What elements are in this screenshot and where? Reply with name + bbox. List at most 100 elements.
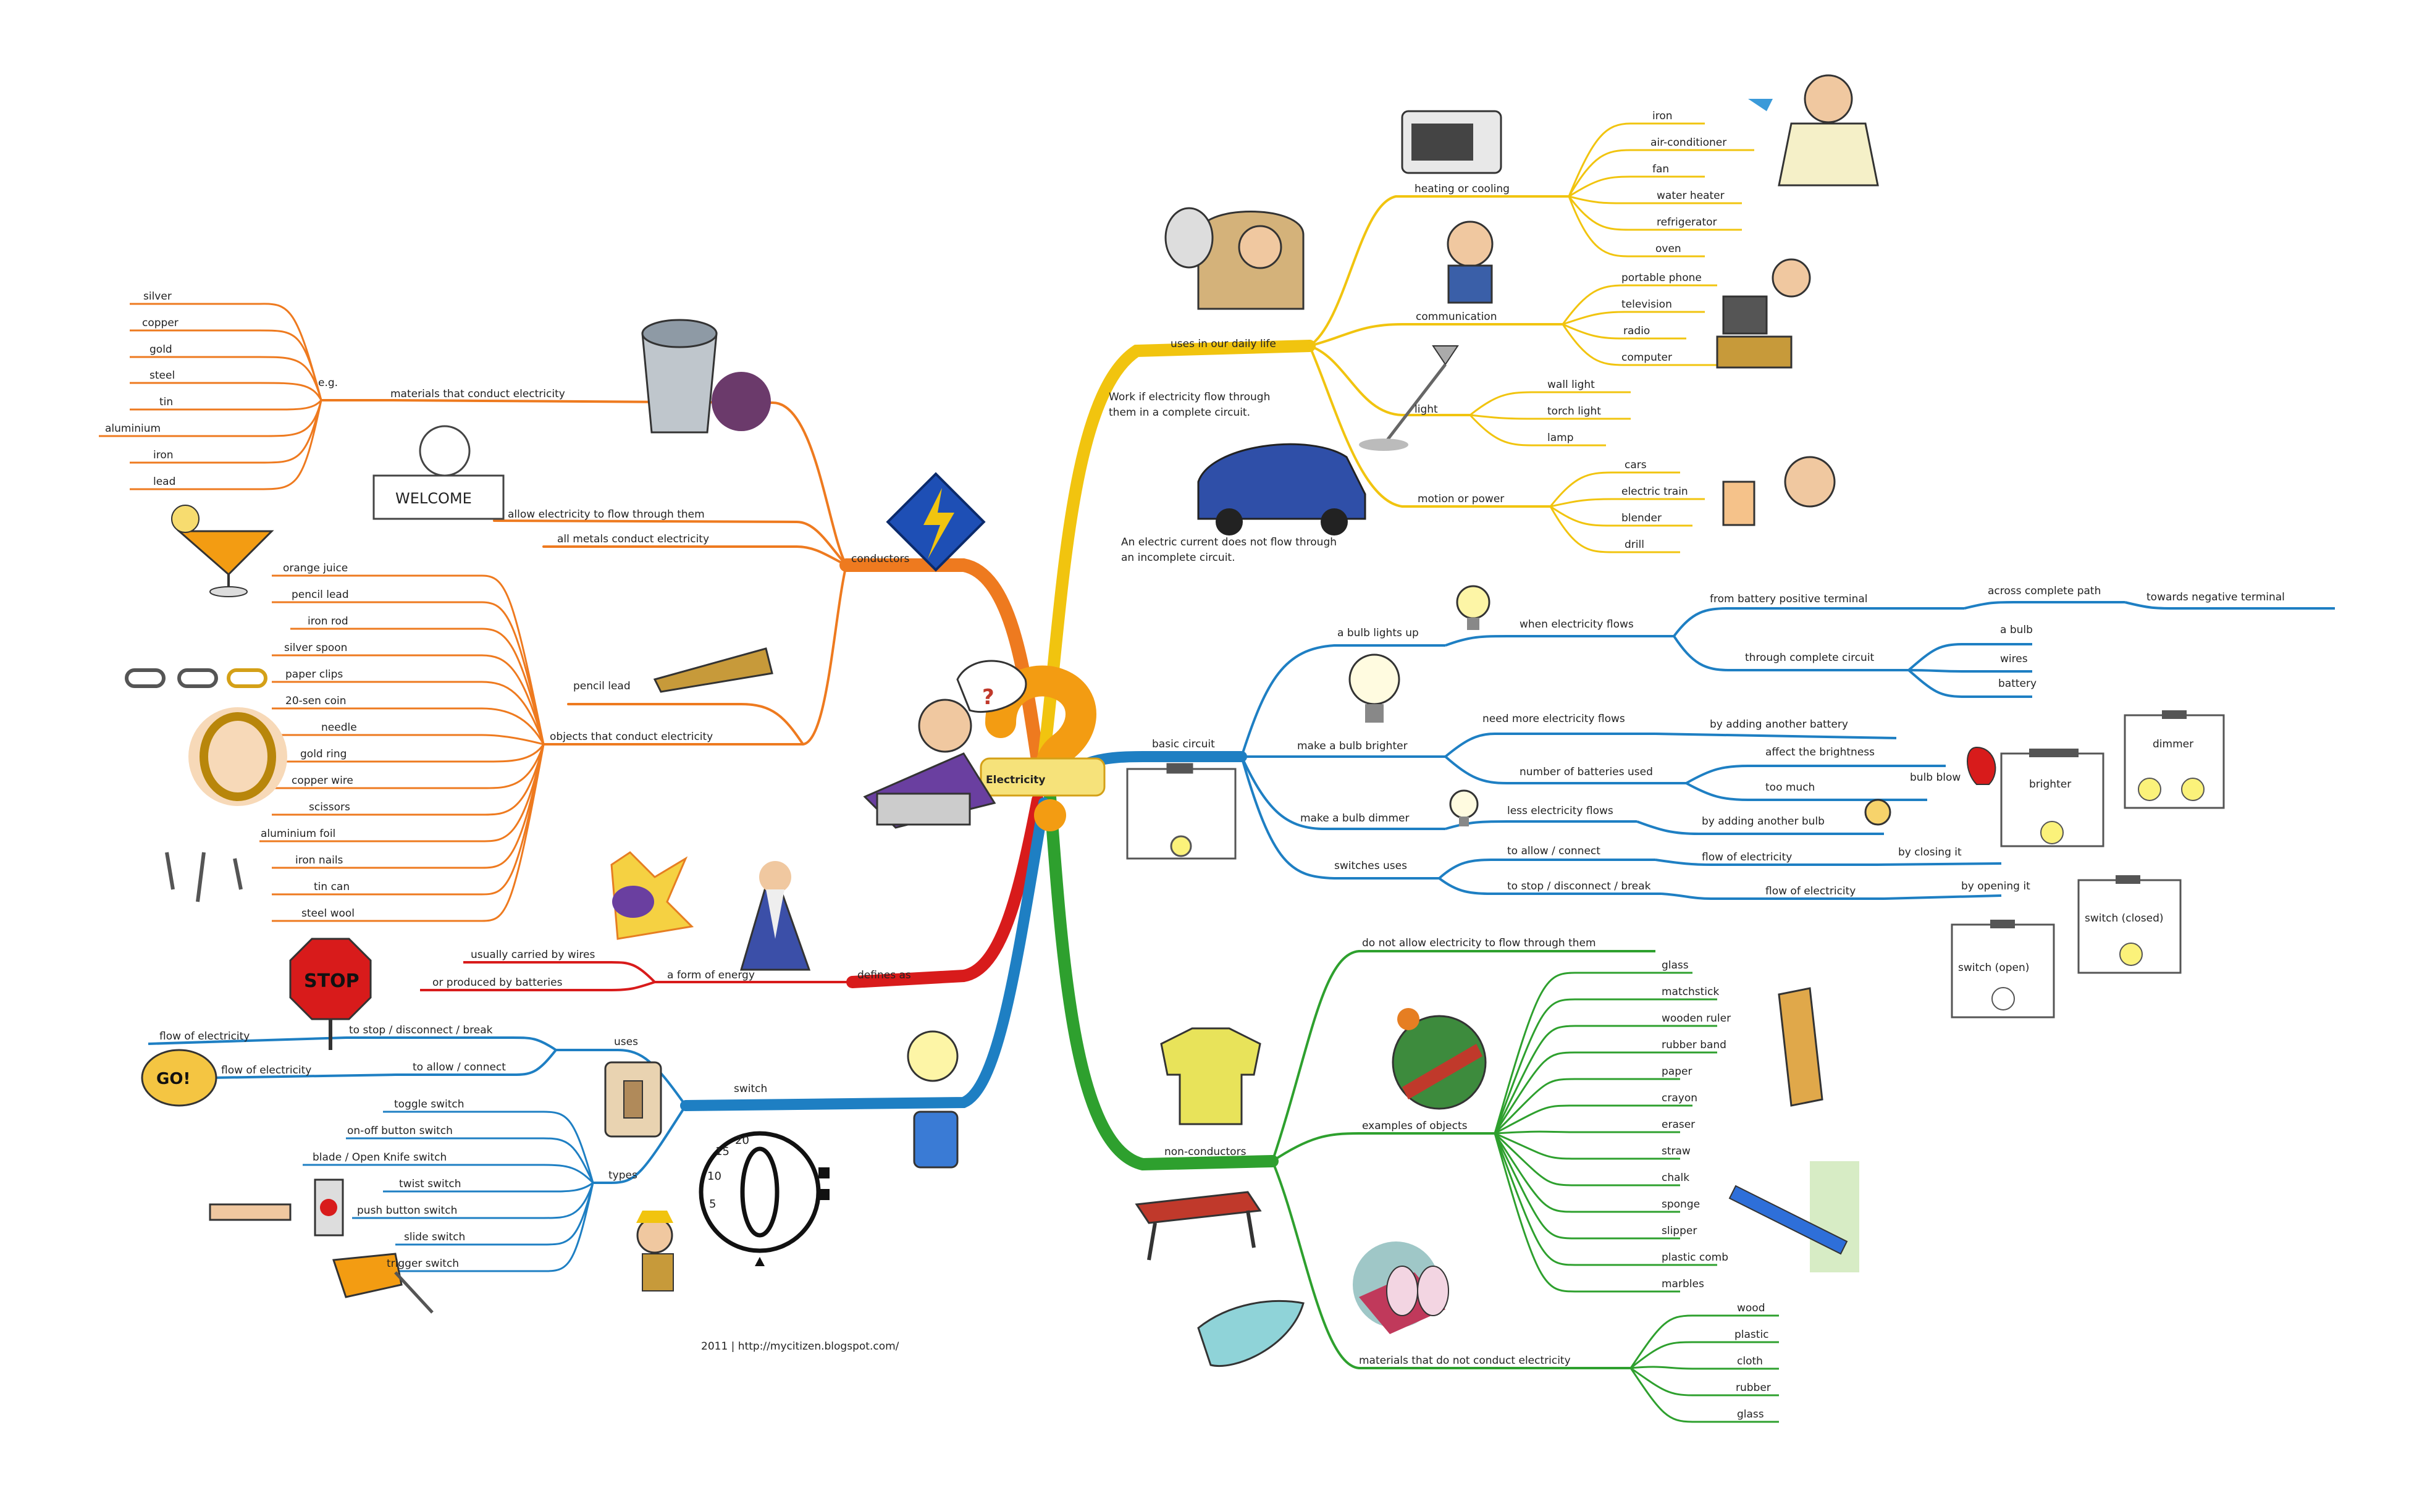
stop-sign-text: STOP: [304, 970, 359, 992]
uses-lines: [1308, 195, 1569, 508]
bulb-icon-4: [1864, 799, 1891, 826]
object-item-7: gold ring: [300, 748, 347, 760]
welcome-sign-icon: WELCOME: [372, 425, 505, 520]
across-label: across complete path: [1988, 585, 2101, 597]
branch-non-conductors: [1044, 791, 1279, 1171]
motion-fan: [1549, 471, 1705, 553]
switch-uses-label: uses: [614, 1036, 638, 1048]
crayon-icon: [1392, 1008, 1487, 1110]
person-in-chair-icon: [1164, 207, 1305, 310]
box-dimmer-label: dimmer: [2153, 738, 2193, 750]
less-flows-label: less electricity flows: [1507, 805, 1613, 817]
go-sign-text: GO!: [156, 1070, 190, 1088]
example-item-5: crayon: [1662, 1092, 1697, 1104]
bell-energy-icon: [610, 851, 694, 940]
gold-ring-icon: [188, 707, 287, 806]
center-label-box: [980, 757, 1106, 797]
comm-item-2: radio: [1623, 325, 1650, 337]
example-item-0: glass: [1662, 959, 1689, 972]
eg-item-2: gold: [149, 343, 172, 356]
box-brighter-label: brighter: [2029, 778, 2071, 791]
confused-person-icon: ?: [863, 660, 1027, 829]
to-stop-label: to stop / disconnect / break: [1507, 880, 1651, 892]
example-item-6: eraser: [1662, 1119, 1695, 1131]
comb-icon: [1728, 1161, 1859, 1272]
ironing-woman-icon: [1748, 74, 1879, 187]
object-item-9: scissors: [309, 801, 350, 813]
non-materials-label: materials that do not conduct electricit…: [1359, 1354, 1571, 1367]
to-allow-label: to allow / connect: [1507, 845, 1600, 857]
push-button-icon: [209, 1178, 344, 1237]
switch-stop-label: to stop / disconnect / break: [349, 1024, 493, 1036]
conductors-materials-label: materials that conduct electricity: [390, 388, 565, 400]
examples-fan: [1494, 972, 1717, 1293]
circuit-box-brighter: brighter: [2000, 749, 2104, 847]
examples-label: examples of objects: [1362, 1120, 1468, 1132]
bulb-blow-label: bulb blow: [1910, 771, 1961, 784]
question-bubble-mark: ?: [982, 685, 994, 710]
motion-item-0: cars: [1625, 459, 1647, 471]
switch-types-fan: [303, 1111, 594, 1272]
through-item-1: wires: [2000, 653, 2028, 665]
type-item-2: blade / Open Knife switch: [313, 1151, 447, 1164]
motion-item-1: electric train: [1621, 485, 1688, 498]
paper-clips-icon: [125, 668, 267, 688]
lights-up-label: a bulb lights up: [1337, 627, 1419, 639]
object-item-1: pencil lead: [292, 589, 349, 601]
dial-label-20: 20: [735, 1134, 749, 1147]
by-adding-battery-label: by adding another battery: [1710, 718, 1848, 731]
footer-credit[interactable]: 2011 | http://mycitizen.blogspot.com/: [701, 1340, 899, 1353]
non-lines: [1271, 950, 1655, 1369]
box-open-label: switch (open): [1958, 962, 2029, 974]
towards-label: towards negative terminal: [2146, 591, 2285, 603]
example-item-10: slipper: [1662, 1225, 1697, 1237]
example-item-8: chalk: [1662, 1172, 1689, 1184]
flow-b-label: flow of electricity: [1765, 885, 1856, 897]
object-item-8: copper wire: [292, 775, 353, 787]
bench-icon: [1135, 1191, 1262, 1261]
dial-label-10: 10: [707, 1170, 721, 1183]
example-item-9: sponge: [1662, 1198, 1700, 1211]
object-item-0: orange juice: [283, 562, 348, 574]
conductors-eg-fan: [99, 303, 322, 490]
heating-label: heating or cooling: [1415, 183, 1510, 195]
switch-flow2-label: flow of electricity: [221, 1064, 311, 1077]
branch-switch: [680, 797, 1049, 1111]
motion-item-3: drill: [1625, 539, 1644, 551]
bulb-icon-3: [1449, 789, 1479, 826]
nails-icon: [165, 852, 243, 902]
wizard-icon: [739, 861, 811, 971]
brighter-label: make a bulb brighter: [1297, 740, 1408, 752]
heating-item-4: refrigerator: [1657, 216, 1717, 229]
affect-label: affect the brightness: [1765, 746, 1875, 758]
lamp-icon: [1359, 345, 1459, 451]
do-not-label: do not allow electricity to flow through…: [1362, 937, 1596, 949]
type-item-4: push button switch: [357, 1204, 457, 1217]
object-item-5: 20-sen coin: [285, 695, 347, 707]
light-item-0: wall light: [1547, 379, 1595, 391]
too-much-label: too much: [1765, 781, 1815, 794]
object-item-4: paper clips: [285, 668, 343, 681]
by-adding-bulb-label: by adding another bulb: [1702, 815, 1825, 828]
energy-defines-label: defines as: [857, 969, 911, 981]
eg-item-3: steel: [149, 369, 175, 382]
object-item-6: needle: [321, 721, 357, 734]
bulb-man-icon: [907, 1030, 959, 1169]
conductors-label: conductors: [851, 553, 909, 565]
energy-produced-label: or produced by batteries: [432, 976, 563, 989]
slipper-icon: [1197, 1300, 1305, 1367]
tv-man-icon: [1716, 258, 1811, 369]
car-icon: [1197, 443, 1366, 536]
object-item-11: iron nails: [295, 854, 343, 867]
type-item-5: slide switch: [404, 1231, 465, 1243]
dial-label-15: 15: [715, 1145, 729, 1158]
microwave-oven-icon: [1401, 110, 1502, 174]
bulb-icon-1: [1456, 585, 1490, 630]
uses-label: uses in our daily life: [1171, 338, 1276, 350]
object-item-10: aluminium foil: [261, 828, 335, 840]
go-sign-icon: GO!: [141, 1049, 217, 1107]
comm-item-0: portable phone: [1621, 272, 1702, 284]
type-item-6: trigger switch: [387, 1258, 459, 1270]
motion-item-2: blender: [1621, 512, 1662, 524]
stop-sign-icon: STOP: [289, 938, 372, 1050]
